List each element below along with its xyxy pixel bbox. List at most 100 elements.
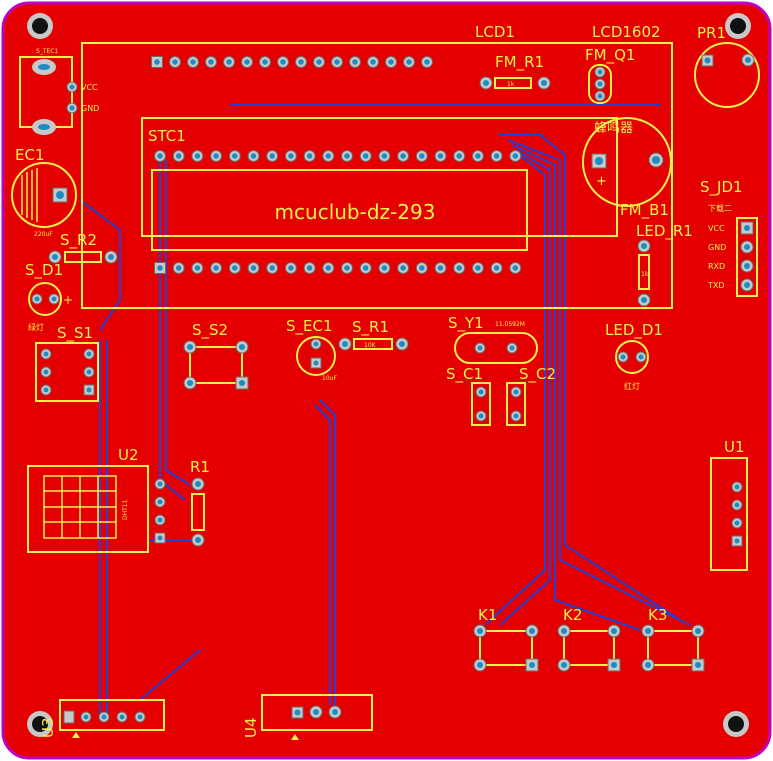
pad-hole — [288, 265, 294, 271]
led-d1-label: LED_D1 — [605, 321, 663, 340]
pad-hole — [226, 59, 232, 65]
pad-hole — [370, 59, 376, 65]
k3-switch: K3 — [641, 606, 705, 672]
svg-text:绿灯: 绿灯 — [28, 322, 44, 332]
copper-traces — [79, 104, 691, 715]
pad-hole — [244, 59, 250, 65]
fm-r1-label: FM_R1 — [495, 53, 544, 72]
pad-hole — [344, 265, 350, 271]
svg-text:TXD: TXD — [707, 281, 725, 290]
s-r1-label: S_R1 — [352, 318, 389, 337]
pad-hole — [194, 265, 201, 271]
buzzer-outline — [582, 117, 672, 207]
pr1-outline — [694, 42, 760, 108]
u2-label: U2 — [118, 446, 139, 464]
pad-hole — [437, 153, 444, 159]
pad-hole — [456, 265, 462, 271]
pad-hole — [157, 265, 163, 271]
pad-hole — [475, 265, 481, 271]
fm-q1-label: FM_Q1 — [585, 46, 635, 65]
pad-hole — [306, 153, 313, 159]
pad-hole — [381, 153, 388, 159]
pad-hole — [424, 59, 430, 65]
s-d1-label: S_D1 — [25, 261, 63, 280]
svg-text:220uF: 220uF — [34, 231, 53, 238]
lcd1-label: LCD1 — [475, 23, 515, 41]
pad-hole — [175, 265, 182, 271]
led-r1-label: LED_R1 — [636, 222, 693, 241]
pad-hole — [208, 59, 214, 65]
svg-text:下载二: 下载二 — [708, 203, 732, 213]
s-jd1-label: S_JD1 — [700, 178, 743, 197]
svg-text:RXD: RXD — [708, 262, 725, 271]
pad-hole — [250, 265, 257, 271]
k1-switch: K1 — [473, 606, 539, 672]
svg-text:+: + — [596, 174, 607, 189]
svg-text:+: + — [63, 293, 73, 307]
svg-text:1k: 1k — [641, 271, 649, 278]
svg-text:1k: 1k — [507, 81, 515, 88]
pad-hole — [288, 153, 294, 159]
pad-hole — [232, 153, 238, 159]
pad-hole — [157, 153, 163, 159]
svg-text:红灯: 红灯 — [624, 381, 640, 391]
svg-text:GND: GND — [708, 243, 726, 252]
pad-hole — [325, 265, 332, 271]
svg-text:VCC: VCC — [81, 83, 98, 92]
s-s1-label: S_S1 — [57, 324, 93, 343]
pad-hole — [316, 59, 322, 65]
stc1-outline — [141, 117, 618, 237]
pad-hole — [352, 59, 358, 65]
pad-hole — [493, 153, 500, 159]
pad-hole — [269, 265, 275, 271]
pad-hole — [213, 153, 219, 159]
chip-text: mcuclub-dz-293 — [275, 200, 436, 224]
s-ec1-label: S_EC1 — [286, 317, 333, 336]
fm-b1-label: FM_B1 — [620, 201, 669, 220]
ec1-outline — [11, 162, 77, 228]
stc1-bottom-pads — [154, 262, 522, 274]
pad-hole — [400, 265, 406, 271]
pad-hole — [175, 153, 182, 159]
stc1-top-pads — [154, 150, 522, 162]
mounting-holes — [27, 13, 751, 737]
pad-hole — [280, 59, 286, 65]
pad-hole — [172, 59, 178, 65]
lcd1602-outline — [81, 42, 673, 309]
pad-hole — [306, 265, 313, 271]
r1-label: R1 — [190, 458, 210, 476]
pad-hole — [362, 153, 369, 159]
svg-text:DHT11: DHT11 — [122, 499, 129, 520]
svg-text:10K: 10K — [364, 342, 377, 349]
pad-hole — [298, 59, 304, 65]
pad-hole — [437, 265, 444, 271]
s-c1-label: S_C1 — [446, 365, 483, 384]
pad-hole — [334, 59, 340, 65]
chip-body — [151, 169, 528, 251]
u1-label: U1 — [724, 438, 745, 456]
s-c2-label: S_C2 — [519, 365, 556, 384]
u3-label: U3 — [39, 717, 57, 738]
pad-hole — [381, 265, 388, 271]
pr1-label: PR1 — [697, 24, 726, 42]
pad-hole — [456, 153, 462, 159]
pad-hole — [493, 265, 500, 271]
pad-hole — [419, 265, 425, 271]
svg-text:GND: GND — [81, 104, 99, 113]
pad-hole — [475, 153, 481, 159]
s-r2-label: S_R2 — [60, 231, 97, 250]
pad-hole — [154, 59, 160, 65]
s-y1-label: S_Y1 — [448, 314, 484, 333]
pad-hole — [406, 59, 412, 65]
svg-text:K2: K2 — [563, 606, 582, 624]
pad-hole — [232, 265, 238, 271]
pad-hole — [325, 153, 332, 159]
pad-hole — [400, 153, 406, 159]
pad-hole — [213, 265, 219, 271]
pad-hole — [262, 59, 268, 65]
pad-hole — [194, 153, 201, 159]
svg-text:11.0592M: 11.0592M — [495, 321, 525, 328]
